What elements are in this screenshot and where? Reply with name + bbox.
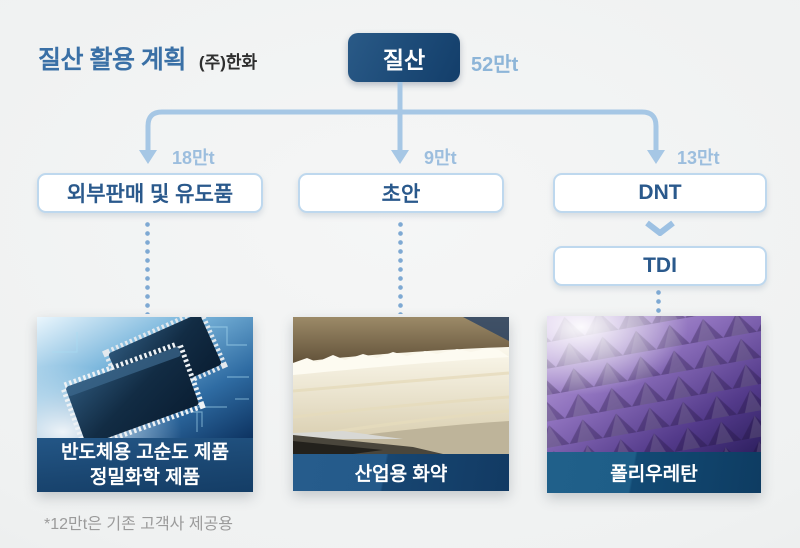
down-arrowhead-right: [647, 150, 665, 164]
branch-amount-label: 9만t: [424, 148, 457, 168]
root-node-nitric-acid: 질산: [348, 33, 460, 82]
caption-line: 반도체용 고순도 제품: [61, 442, 229, 463]
dotted-connector: [398, 222, 403, 314]
figure-caption: 폴리우레탄: [547, 452, 761, 493]
page-title: 질산 활용 계획: [38, 46, 186, 74]
industrial-explosive-photo: [293, 317, 509, 454]
semiconductor-chips-photo: [37, 317, 253, 438]
branch-amount-label: 18만t: [172, 148, 215, 168]
root-amount-label: 52만t: [471, 54, 519, 76]
dotted-connector: [145, 222, 150, 314]
figure-explosive: 산업용 화약: [293, 317, 509, 491]
caption-line: 정밀화학 제품: [89, 467, 201, 488]
figure-semiconductor: 반도체용 고순도 제품 정밀화학 제품: [37, 317, 253, 492]
caption-line: 폴리우레탄: [610, 464, 698, 485]
down-arrowhead-center: [391, 150, 409, 164]
footnote: *12만t은 기존 고객사 제공용: [44, 516, 234, 533]
figure-polyurethane: 폴리우레탄: [547, 316, 761, 493]
down-arrowhead-left: [139, 150, 157, 164]
polyurethane-foam-photo: [547, 316, 761, 452]
branch-amount-label: 13만t: [677, 148, 720, 168]
company-name: (주)한화: [198, 53, 258, 72]
branch-box-dnt: DNT: [553, 173, 767, 213]
title-row: 질산 활용 계획 (주)한화: [38, 40, 257, 76]
dotted-connector: [656, 290, 661, 316]
branch-box-tdi: TDI: [553, 246, 767, 286]
caption-line: 산업용 화약: [354, 464, 448, 485]
figure-caption: 반도체용 고순도 제품 정밀화학 제품: [37, 438, 253, 492]
branch-box-external-sales: 외부판매 및 유도품: [37, 173, 263, 213]
chevron-down-icon: [645, 220, 675, 236]
branch-box-ammonium-nitrate: 초안: [298, 173, 504, 213]
figure-caption: 산업용 화약: [293, 454, 509, 491]
